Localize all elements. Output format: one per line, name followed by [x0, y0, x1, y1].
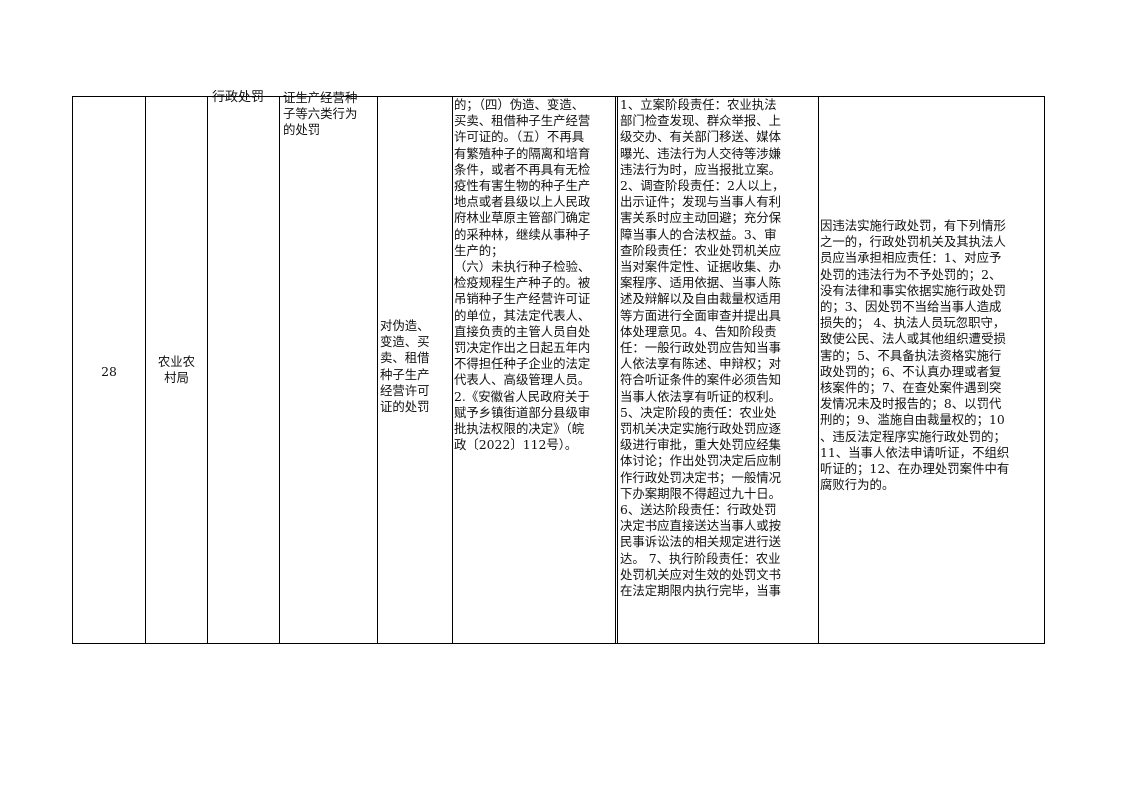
column-border: [377, 96, 378, 644]
column-border: [207, 96, 208, 644]
column-border: [452, 96, 453, 644]
row-number: 28: [101, 364, 117, 379]
column-border: [1044, 96, 1045, 644]
column-border: [72, 96, 73, 644]
column-border: [615, 96, 616, 644]
accountability-cell: 因违法实施行政处罚，有下列情形 之一的，行政处罚机关及其执法人 员应当承担相应责…: [820, 218, 1010, 493]
category-cell: 行政处罚: [212, 90, 265, 105]
column-border: [617, 96, 618, 644]
department-cell: 农业农 村局: [157, 354, 196, 386]
sub-item-cell: 对伪造、 变造、买 卖、租借 种子生产 经营许可 证的处罚: [380, 318, 430, 415]
row-top-border: [72, 96, 1045, 97]
column-border: [279, 96, 280, 644]
row-bottom-border: [72, 643, 1045, 644]
legal-basis-cell: 的；（四）伪造、变造、 买卖、租借种子生产经营 许可证的。（五）不再具 有繁殖种…: [454, 97, 591, 453]
column-border: [145, 96, 146, 644]
responsibility-cell: 1、立案阶段责任：农业执法 部门检查发现、群众举报、上 级交办、有关部门移送、媒…: [620, 97, 785, 599]
item-name-cell: 证生产经营种 子等六类行为 的处罚: [283, 90, 358, 137]
column-border: [818, 96, 819, 644]
